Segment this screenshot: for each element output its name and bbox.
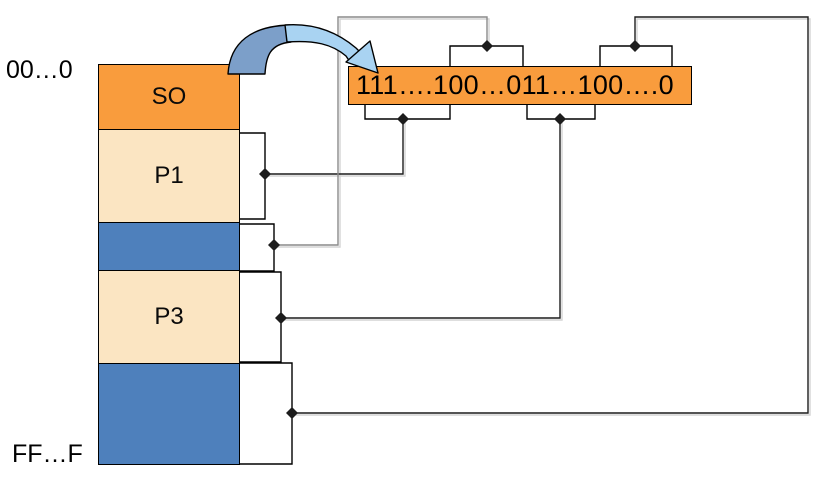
bracket-segment-p3 [240, 271, 282, 363]
bracket-segment-p1 [240, 132, 266, 220]
memory-segment-p3: P3 [99, 270, 239, 363]
diamond-icon [268, 239, 280, 251]
bitmap-bar: 111….100…011…100….0 [348, 66, 692, 105]
bracket-bitmap-bottom-2 [526, 105, 596, 120]
bracket-bitmap-top-1 [449, 45, 524, 66]
diamond-icon [286, 407, 298, 419]
memory-segment-os: SO [99, 65, 239, 129]
bracket-bitmap-top-2 [599, 45, 673, 66]
memory-segment-hole-2 [99, 363, 239, 464]
address-label-top: 00…0 [6, 56, 73, 84]
connector-p3-to-bitmap [281, 119, 561, 319]
memory-segment-hole-1 [99, 222, 239, 270]
diamond-icon [397, 113, 409, 125]
bracket-bitmap-bottom-1 [364, 105, 451, 120]
connector-p1-to-bitmap [265, 119, 404, 175]
curved-arrow-front-band [284, 24, 363, 63]
bitmap-value: 111….100…011…100….0 [356, 70, 674, 100]
diamond-icon [259, 168, 271, 180]
memory-segment-p1: P1 [99, 129, 239, 222]
address-label-bottom: FF…F [12, 440, 83, 468]
diamond-icon [481, 40, 493, 52]
bracket-segment-hole1 [240, 223, 275, 272]
diamond-icon [629, 40, 641, 52]
bracket-segment-hole2 [240, 362, 293, 465]
connector-hole1-to-bitmap [274, 16, 488, 246]
range-brackets [240, 45, 673, 465]
diamond-icon [554, 113, 566, 125]
memory-bar: SO P1 P3 [98, 64, 240, 465]
diamond-icon [275, 312, 287, 324]
